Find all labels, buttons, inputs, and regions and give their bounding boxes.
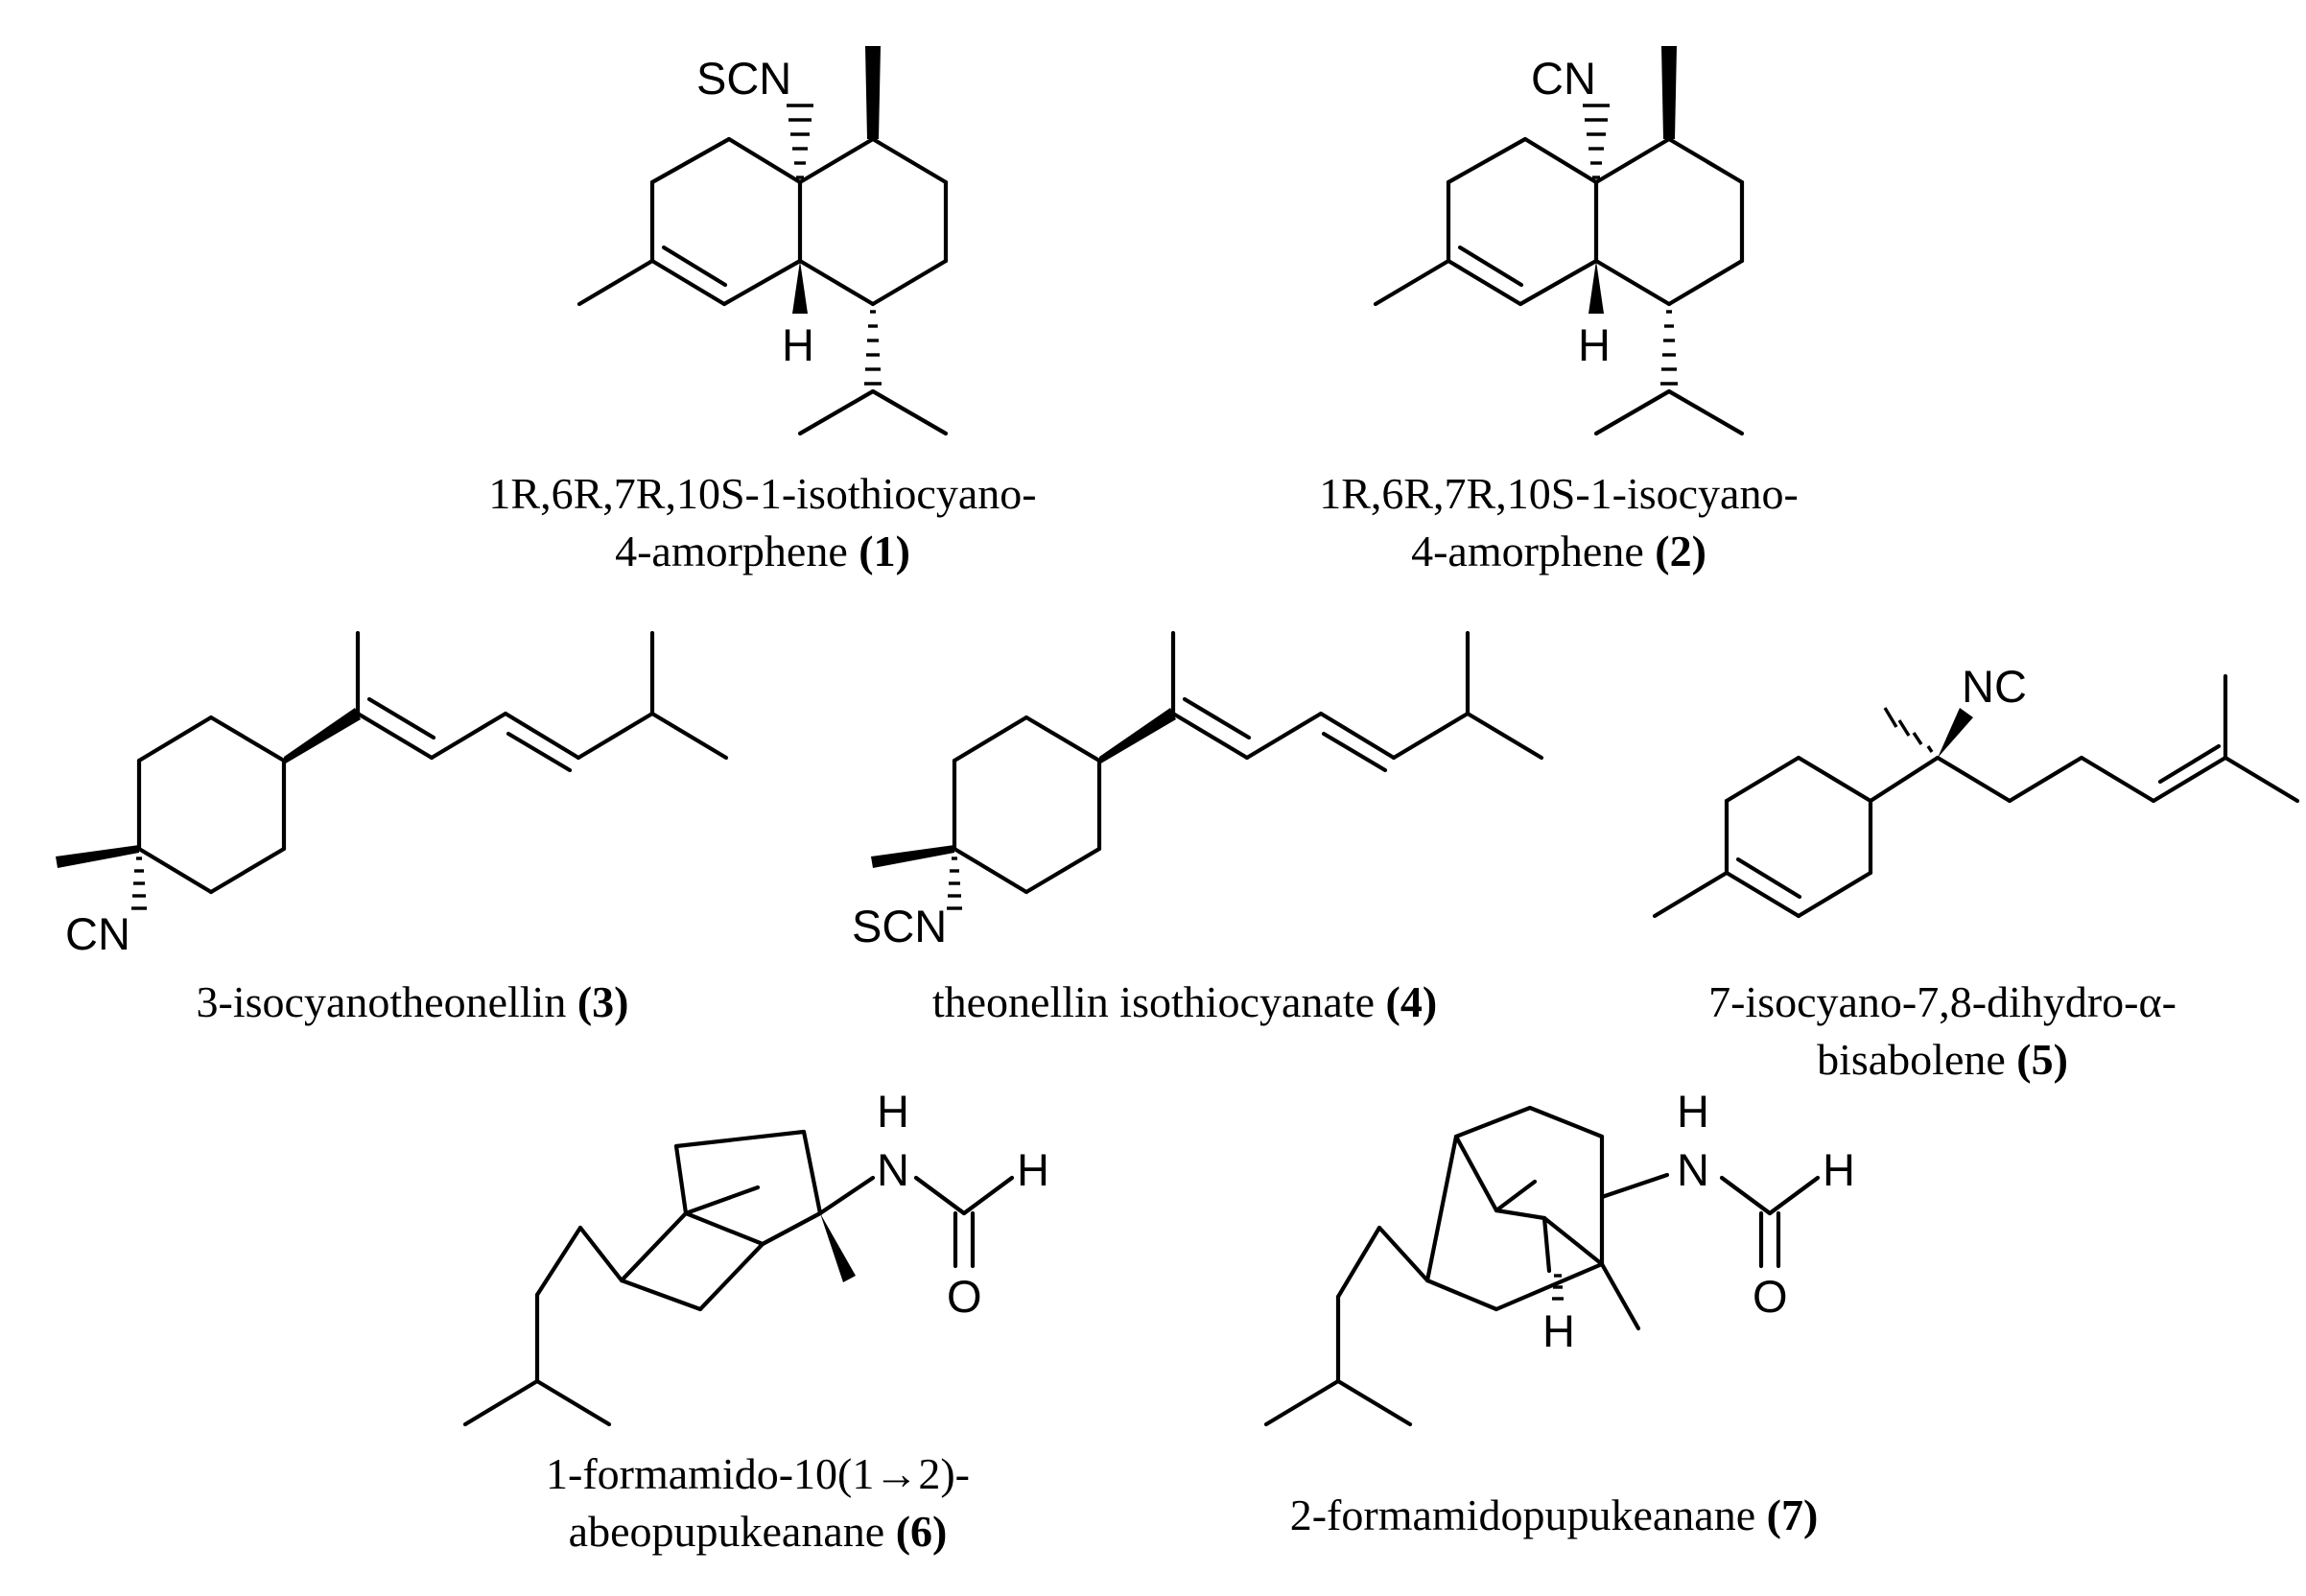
compound-2-number: (2) [1655,527,1706,575]
compound-7-hash-bond [1552,1274,1564,1301]
compound-5-structure: NC [1652,661,2300,919]
compound-3-number: (3) [577,977,629,1026]
compound-3-hash-bond [131,857,147,910]
compound-6-caption-line-2: abeopupukeanane (6) [569,1507,948,1556]
compound-7-label-h-right: H [1823,1144,1855,1195]
compound-1-isopropyl-hash [864,310,882,386]
compound-4-structure: SCN [852,630,1544,951]
compound-6-label-h-right: H [1017,1144,1049,1195]
compound-1-structure: SCN H [576,46,949,436]
compound-5-number: (5) [2016,1035,2068,1084]
compound-2-label-cn: CN [1531,53,1596,104]
compound-1-label-h: H [782,319,814,370]
compound-2-structure: CN H [1373,46,1745,436]
compound-7-label-h-top: H [1677,1086,1709,1137]
compound-3-structure: CN [56,630,729,959]
compound-6-label-h-top: H [877,1086,909,1137]
compound-4-hash-bond [947,857,962,910]
compound-2-label-h: H [1578,319,1611,370]
compound-1-hash-bond [787,104,813,179]
compound-5-caption-line-2: bisabolene (5) [1817,1035,2068,1084]
compound-5-caption-line-1: 7-isocyano-7,8-dihydro-α- [1708,977,2177,1026]
compound-1-caption-line-2: 4-amorphene (1) [615,527,910,575]
compound-5-label-nc: NC [1962,661,2027,712]
compound-4-label-scn: SCN [852,901,947,951]
compound-6-label-n: N [877,1144,909,1195]
compound-6-structure: H N H O [462,1086,1049,1427]
compound-7-caption: 2-formamidopupukeanane (7) [1290,1490,1819,1539]
compound-1-number: (1) [859,527,910,575]
compound-3-caption: 3-isocyanotheonellin (3) [197,977,629,1026]
compound-1-caption-line-1: 1R,6R,7R,10S-1-isothiocyano- [488,469,1036,518]
compound-7-structure: H N H O H [1263,1086,1855,1427]
compound-7-label-h-bottom: H [1542,1305,1575,1356]
compound-5-hash-bond [1883,707,1934,753]
compound-4-caption: theonellin isothiocyanate (4) [932,977,1437,1026]
compound-2-caption-line-1: 1R,6R,7R,10S-1-isocyano- [1319,469,1799,518]
compound-4-number: (4) [1386,977,1438,1026]
compound-7-label-n: N [1677,1144,1709,1195]
compound-2-caption-line-2: 4-amorphene (2) [1411,527,1706,575]
compound-3-label-cn: CN [65,908,130,959]
compound-7-label-o: O [1753,1271,1788,1322]
compound-6-number: (6) [896,1507,948,1556]
compound-7-number: (7) [1767,1490,1819,1539]
compound-6-caption-line-1: 1-formamido-10(1→2)- [546,1449,970,1498]
compound-6-label-o: O [947,1271,982,1322]
compound-2-hash-bond [1583,104,1610,179]
compound-1-label-scn: SCN [696,53,791,104]
compound-2-isopropyl-hash [1660,310,1678,386]
